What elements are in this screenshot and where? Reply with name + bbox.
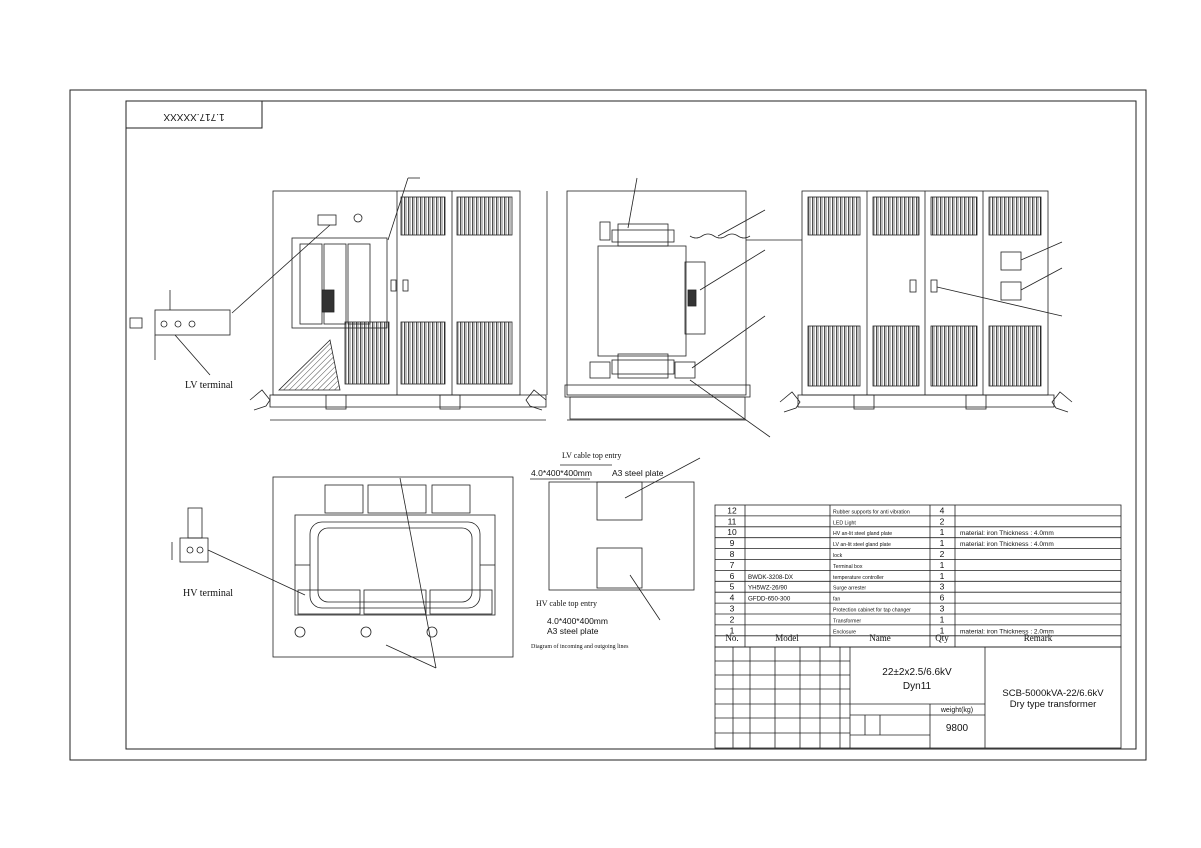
bom-cell-model: BWDK-3208-DX [748, 574, 793, 581]
top-view [171, 476, 514, 669]
bom-table [714, 504, 1122, 648]
voltage-rating: 22±2x2.5/6.6kV [882, 667, 952, 678]
bom-cell-no: 2 [730, 614, 735, 624]
bom-header-name: Name [869, 633, 891, 643]
bom-cell-qty: 1 [940, 538, 945, 548]
bom-cell-qty: 3 [940, 582, 945, 592]
hv-entry-size: 4.0*400*400mm [547, 616, 608, 626]
bom-cell-no: 8 [730, 549, 735, 559]
vent-grille [344, 196, 513, 385]
bom-cell-name: Surge arrester [833, 586, 866, 592]
bom-cell-qty: 1 [940, 571, 945, 581]
bom-cell-name: LED Light [833, 520, 856, 526]
vector-group: Dyn11 [903, 681, 932, 692]
bom-cell-no: 9 [730, 538, 735, 548]
drawing-number: 1.717.XXXXX [163, 111, 224, 122]
weight-value: 9800 [946, 723, 969, 734]
bom-header-no: No. [725, 633, 738, 643]
bom-cell-qty: 6 [940, 593, 945, 603]
lv-entry-size: 4.0*400*400mm [531, 468, 592, 478]
bom-cell-remark: material: iron Thickness : 4.0mm [960, 541, 1054, 548]
bom-cell-no: 4 [730, 593, 735, 603]
bom-cell-qty: 1 [940, 527, 945, 537]
bom-cell-qty: 4 [940, 505, 945, 515]
bom-cell-no: 5 [730, 582, 735, 592]
bom-cell-name: Rubber supports for anti vibration [833, 509, 910, 515]
hv-entry-plate: A3 steel plate [547, 626, 599, 636]
bom-cell-no: 7 [730, 560, 735, 570]
bom-cell-qty: 2 [940, 516, 945, 526]
bom-cell-model: GFDD-650-300 [748, 596, 791, 603]
bom-cell-no: 12 [727, 505, 737, 515]
bom-cell-name: Transformer [833, 618, 861, 624]
description: Dry type transformer [1010, 699, 1097, 710]
bom-cell-name: Enclosure [833, 629, 856, 635]
weight-label: weight(kg) [940, 707, 973, 714]
rear-view [779, 190, 1073, 413]
bom-cell-model: YH5WZ-26/90 [748, 585, 788, 592]
title-block [714, 646, 1122, 749]
bom-cell-no: 11 [728, 516, 737, 526]
inner-border [125, 100, 1137, 750]
lv-entry-plate: A3 steel plate [612, 468, 664, 478]
bom-cell-remark: material: iron Thickness : 4.0mm [960, 530, 1054, 537]
hv-terminal-label: HV terminal [183, 588, 233, 599]
bom-header-qty: Qty [935, 633, 949, 643]
bom-cell-name: Terminal box [833, 564, 863, 570]
bom-header-remark: Remark [1024, 633, 1053, 643]
bom-cell-no: 1 [730, 625, 735, 635]
drawing-number-box: 1.717.XXXXX [125, 101, 263, 129]
lv-entry-title: LV cable top entry [562, 451, 621, 460]
lv-terminal-label: LV terminal [185, 380, 233, 391]
bom-cell-qty: 1 [940, 614, 945, 624]
bom-cell-name: temperature controller [833, 575, 884, 581]
bom-cell-remark: material: iron Thickness : 2.0mm [960, 628, 1054, 635]
bom-cell-qty: 1 [940, 560, 945, 570]
entry-diagram [530, 457, 701, 621]
bom-cell-name: HV an-lit steel gland plate [833, 531, 892, 537]
entry-caption: Diagram of incoming and outgoing lines [531, 643, 629, 650]
front-view [129, 177, 548, 421]
bom-cell-name: lock [833, 553, 843, 559]
bom-cell-no: 3 [730, 604, 735, 614]
bom-cell-qty: 3 [940, 604, 945, 614]
outer-border [69, 89, 1147, 761]
side-view [564, 177, 802, 438]
bom-cell-no: 6 [730, 571, 735, 581]
bom-header-model: Model [775, 633, 799, 643]
bom-cell-name: Protection cabinet for tap changer [833, 608, 911, 614]
bom-cell-qty: 2 [940, 549, 945, 559]
hv-entry-title: HV cable top entry [536, 599, 597, 608]
bom-cell-qty: 1 [940, 625, 945, 635]
model-line: SCB-5000kVA-22/6.6kV [1002, 688, 1104, 699]
bom-cell-name: LV an-lit steel gland plate [833, 542, 891, 548]
bom-cell-no: 10 [727, 527, 737, 537]
bom-cell-name: fan [833, 597, 840, 603]
